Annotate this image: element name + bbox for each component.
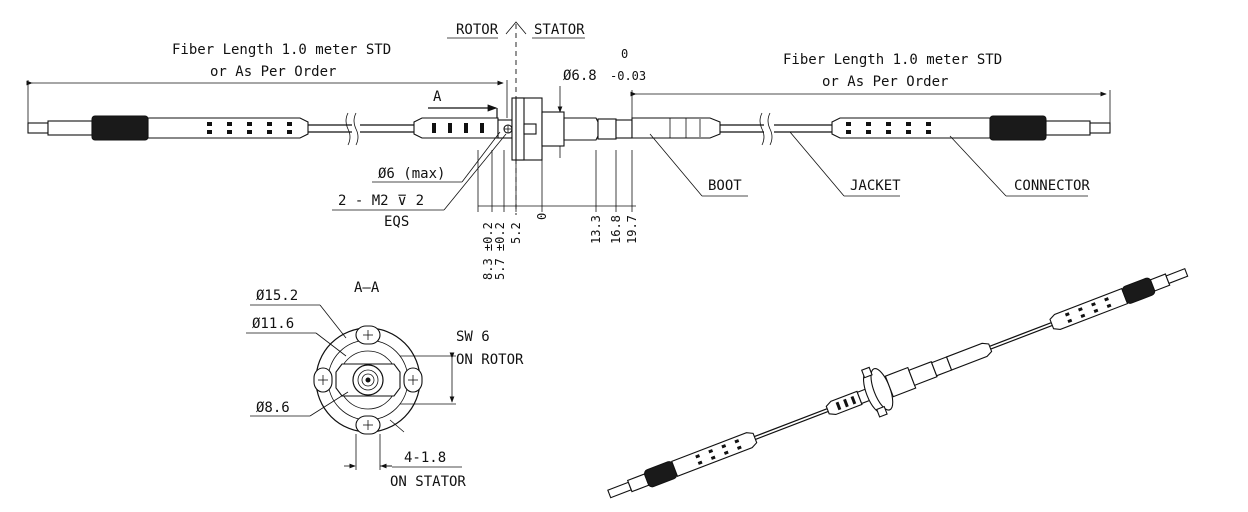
right-boot xyxy=(631,117,721,139)
position-dimensions: 8.3 ±0.2 5.7 ±0.2 5.2 0 13.3 16.8 19.7 xyxy=(477,150,639,280)
boot-label: BOOT xyxy=(708,178,742,194)
connector-label: CONNECTOR xyxy=(1014,178,1090,194)
left-boot xyxy=(413,117,499,139)
fiber-length-right-line1: Fiber Length 1.0 meter STD xyxy=(783,52,1002,68)
left-fiber-tip xyxy=(27,122,49,134)
dim-0: 0 xyxy=(535,213,549,220)
stator-body xyxy=(541,111,565,147)
rotor-label: ROTOR xyxy=(456,22,499,38)
thread-spec-label: 2 - M2 ⊽ 2 xyxy=(338,193,424,209)
left-black-grip xyxy=(91,115,149,141)
dim-8-3: 8.3 ±0.2 xyxy=(481,222,495,280)
section-title: A—A xyxy=(354,280,380,296)
eqs-label: EQS xyxy=(384,214,409,230)
dia-8-6-label: Ø8.6 xyxy=(256,400,290,416)
right-ferrule xyxy=(1045,120,1091,136)
part-callouts: BOOT JACKET CONNECTOR xyxy=(649,131,1090,197)
fiber-length-left-line2: or As Per Order xyxy=(210,64,336,80)
dia-6-max-label: Ø6 (max) xyxy=(378,166,445,182)
dim-16-8: 16.8 xyxy=(609,215,623,244)
left-connector-body xyxy=(147,117,309,139)
right-black-grip xyxy=(989,115,1047,141)
rotor-stator-header: ROTOR STATOR xyxy=(447,21,585,215)
dim-19-7: 19.7 xyxy=(625,215,639,244)
left-ferrule xyxy=(47,120,93,136)
stator-label: STATOR xyxy=(534,22,585,38)
dim-13-3: 13.3 xyxy=(589,215,603,244)
dim-5-7: 5.7 ±0.2 xyxy=(493,222,507,280)
fiber-length-left-line1: Fiber Length 1.0 meter STD xyxy=(172,42,391,58)
section-view-a-a: A—A Ø15.2 Ø11.6 Ø8.6 xyxy=(246,280,524,490)
right-connector-body xyxy=(831,117,991,139)
tolerance-lower: -0.03 xyxy=(610,69,646,83)
section-marker-label: A xyxy=(433,89,442,105)
thread-callouts: Ø6 (max) 2 - M2 ⊽ 2 EQS xyxy=(332,131,507,230)
on-rotor-label: ON ROTOR xyxy=(456,352,524,368)
dia-6-8-label: Ø6.8 xyxy=(563,68,597,84)
fiber-length-right-line2: or As Per Order xyxy=(822,74,948,90)
isometric-view xyxy=(607,268,1189,499)
diameter-6-8-callout: Ø6.8 0 -0.03 xyxy=(557,47,646,158)
dia-15-2-label: Ø15.2 xyxy=(256,288,298,304)
slots-label: 4-1.8 xyxy=(404,450,446,466)
side-view-assembly xyxy=(27,97,1111,161)
sw6-label: SW 6 xyxy=(456,329,490,345)
dia-11-6-label: Ø11.6 xyxy=(252,316,294,332)
on-stator-label: ON STATOR xyxy=(390,474,466,490)
tolerance-upper: 0 xyxy=(621,47,628,61)
fiber-length-right: Fiber Length 1.0 meter STD or As Per Ord… xyxy=(630,52,1111,128)
jacket-label: JACKET xyxy=(850,178,901,194)
section-marker-a: A xyxy=(428,89,498,122)
fiber-length-left: Fiber Length 1.0 meter STD or As Per Ord… xyxy=(26,42,508,128)
dim-5-2: 5.2 xyxy=(509,222,523,244)
right-fiber-tip xyxy=(1089,122,1111,134)
